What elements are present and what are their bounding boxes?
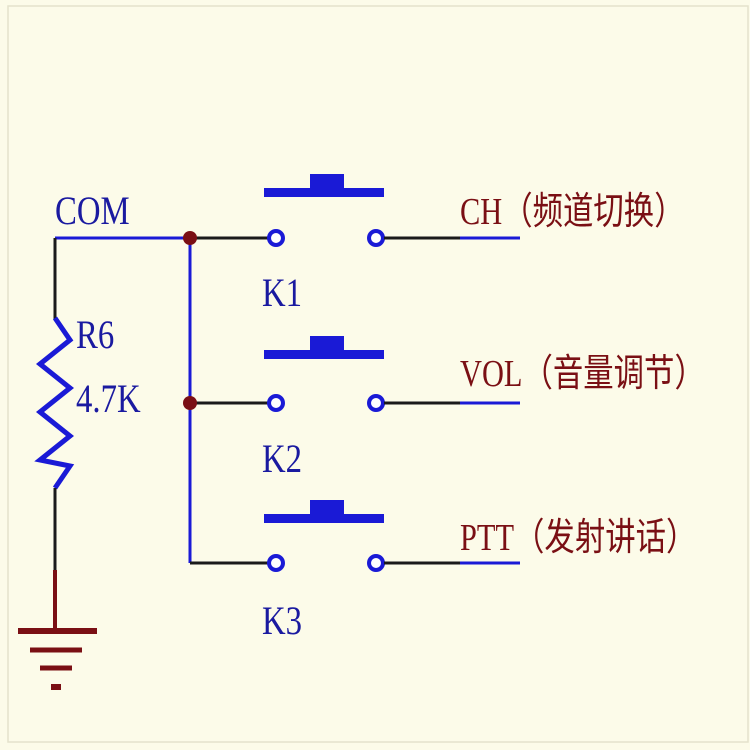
switch-k3-label: K3 <box>262 598 302 643</box>
switch-k2: K2 <box>262 336 385 481</box>
switch-k3-button-cap <box>310 500 344 516</box>
com-label: COM <box>55 188 130 233</box>
output-label-vol: VOL（音量调节） <box>460 353 705 395</box>
junction-dot-com <box>183 231 197 245</box>
switch-k3-right-contact <box>367 554 385 572</box>
switch-k2-plunger-bar <box>264 350 384 359</box>
junction-dot-k2 <box>183 396 197 410</box>
switch-k2-label: K2 <box>262 436 302 481</box>
switch-k1-label: K1 <box>262 270 302 315</box>
switch-k3-plunger-bar <box>264 514 384 523</box>
resistor-r6 <box>34 316 75 490</box>
canvas-border <box>7 5 749 743</box>
switch-k1-button-cap <box>310 174 344 190</box>
switch-k2-left-contact <box>267 394 285 412</box>
switch-k2-right-contact <box>367 394 385 412</box>
switch-k1-plunger-bar <box>264 188 384 197</box>
switch-k3-left-contact <box>267 554 285 572</box>
output-label-ptt: PTT（发射讲话） <box>460 517 696 559</box>
switch-k2-button-cap <box>310 336 344 352</box>
switch-k1-left-contact <box>267 229 285 247</box>
switch-k1: K1 <box>262 174 385 315</box>
switch-k3: K3 <box>262 500 385 643</box>
resistor-value-label: 4.7K <box>76 376 141 421</box>
switch-k1-right-contact <box>367 229 385 247</box>
ground-symbol <box>18 628 97 690</box>
resistor-name-label: R6 <box>76 312 114 357</box>
output-label-ch: CH（频道切换） <box>460 191 685 233</box>
